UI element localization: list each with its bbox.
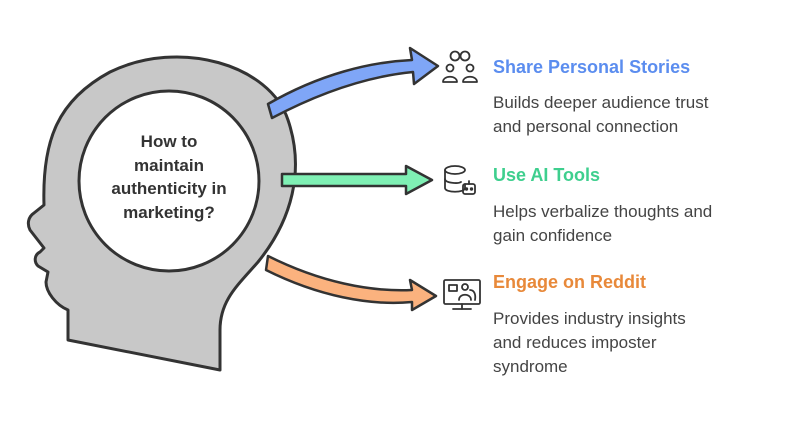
branch-desc-ai-tools: Helps verbalize thoughts and gain confid… bbox=[493, 202, 713, 245]
branch-title-engage-reddit: Engage on Reddit bbox=[493, 272, 646, 292]
arrow-share-stories bbox=[266, 46, 440, 120]
branch-title-share-stories: Share Personal Stories bbox=[493, 57, 691, 77]
people-share-icon bbox=[442, 50, 478, 83]
center-question: How to maintain authenticity in marketin… bbox=[111, 132, 227, 222]
thought-circle bbox=[77, 89, 261, 273]
monitor-people-icon bbox=[443, 279, 481, 310]
branch-desc-engage-reddit: Provides industry insights and reduces i… bbox=[493, 309, 686, 376]
branch-desc-share-stories: Builds deeper audience trust and persona… bbox=[493, 93, 709, 136]
arrow-engage-reddit bbox=[264, 254, 438, 312]
branch-title-ai-tools: Use AI Tools bbox=[493, 165, 601, 185]
database-robot-icon bbox=[444, 165, 476, 195]
arrow-ai-tools bbox=[280, 164, 434, 196]
